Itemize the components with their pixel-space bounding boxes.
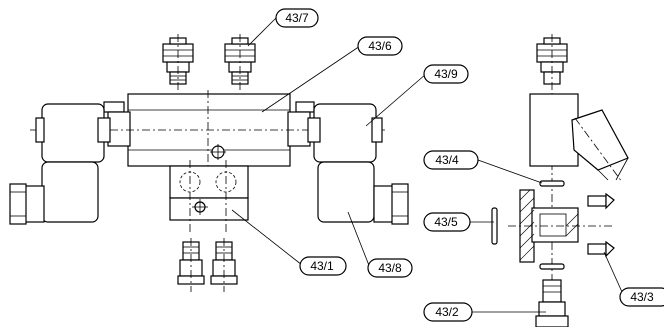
- manifold-block: [169, 144, 249, 232]
- callout-label: 43/2: [435, 305, 459, 319]
- right-solenoid: [307, 103, 409, 225]
- callout-43-8: 43/8: [367, 258, 413, 278]
- callout-43-2: 43/2: [423, 302, 473, 322]
- callout-label: 43/6: [368, 39, 392, 53]
- leader-lines: [231, 17, 623, 313]
- bottom-fitting-right: [210, 238, 238, 292]
- callout-43-1: 43/1: [299, 256, 347, 276]
- screw-lower: [587, 240, 615, 258]
- callout-label: 43/5: [434, 215, 458, 229]
- side-bottom-fitting: [535, 279, 569, 327]
- callout-43-3: 43/3: [619, 287, 664, 307]
- o-ring-top: [539, 180, 565, 187]
- callout-label: 43/1: [310, 259, 334, 273]
- callout-43-9: 43/9: [423, 64, 469, 84]
- callout-43-6: 43/6: [357, 36, 403, 56]
- side-top-fitting: [536, 34, 568, 325]
- callout-43-4: 43/4: [423, 150, 479, 170]
- left-solenoid: [9, 103, 111, 225]
- side-valve-body: [529, 93, 629, 183]
- o-ring-side: [491, 207, 498, 245]
- callout-label: 43/8: [378, 261, 402, 275]
- top-fitting-right: [224, 34, 256, 90]
- callout-label: 43/4: [435, 153, 459, 167]
- callout-label: 43/9: [434, 67, 458, 81]
- screw-upper: [587, 192, 615, 210]
- callout-label: 43/3: [630, 290, 654, 304]
- o-ring-bottom: [539, 263, 565, 270]
- top-fitting-left: [162, 34, 194, 90]
- callout-43-7: 43/7: [275, 8, 319, 28]
- callout-label: 43/7: [285, 11, 309, 25]
- adapter-flange: [508, 189, 612, 263]
- callout-43-5: 43/5: [423, 212, 471, 232]
- bottom-fitting-left: [177, 238, 205, 292]
